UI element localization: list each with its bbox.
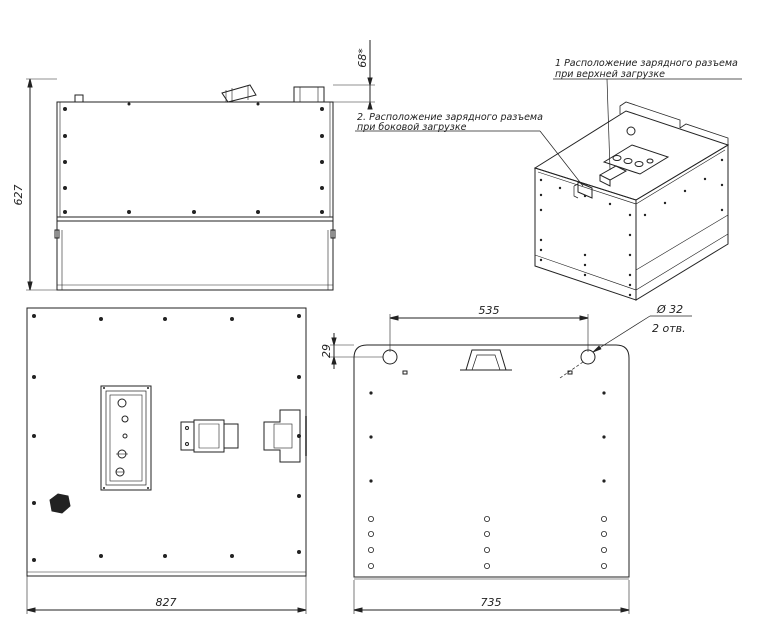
side-view-bolts	[369, 391, 606, 483]
side-view	[353, 344, 630, 580]
annotation-side-charge-line2: при боковой загрузке	[357, 122, 467, 133]
handle	[460, 349, 512, 371]
dimension-hole-spacing	[389, 314, 589, 352]
top-charge-connector	[221, 84, 325, 103]
hex-plug	[49, 493, 71, 514]
dimension-hole-offset	[330, 333, 383, 369]
isometric-view	[533, 101, 730, 301]
isometric-bolts	[539, 158, 724, 297]
side-view-rivets	[367, 516, 608, 570]
front-elevation-bolts	[63, 102, 324, 214]
dimension-width-front	[26, 576, 307, 614]
dimension-hole-count-label: 2 отв.	[652, 322, 686, 335]
plan-view-bolts	[32, 314, 301, 562]
annotation-leaders	[355, 78, 742, 187]
dimension-width-side-label: 735	[481, 596, 502, 609]
dimension-hole-spacing-label: 535	[479, 304, 500, 317]
dimension-hole-offset-label: 29	[320, 344, 333, 358]
plan-side-bracket	[263, 409, 307, 463]
plan-charge-connector	[180, 419, 239, 453]
annotation-top-charge-line2: при верхней загрузке	[555, 69, 665, 80]
dimension-height	[26, 78, 57, 291]
dimension-top-protrusion-label: 68*	[356, 48, 369, 68]
dimension-height-label: 627	[12, 185, 25, 206]
annotation-side-charge-line1: 2. Расположение зарядного разъема	[357, 112, 543, 123]
dimension-width-front-label: 827	[156, 596, 177, 609]
front-elevation-view	[54, 84, 336, 291]
annotation-top-charge-line1: 1 Расположение зарядного разъема	[555, 58, 738, 69]
dimension-hole-diameter-label: Ø 32	[656, 303, 683, 316]
dimension-width-side	[353, 580, 630, 614]
dimension-hole-diameter	[559, 315, 692, 379]
dimension-top-protrusion	[333, 40, 375, 110]
plan-view	[26, 307, 307, 577]
